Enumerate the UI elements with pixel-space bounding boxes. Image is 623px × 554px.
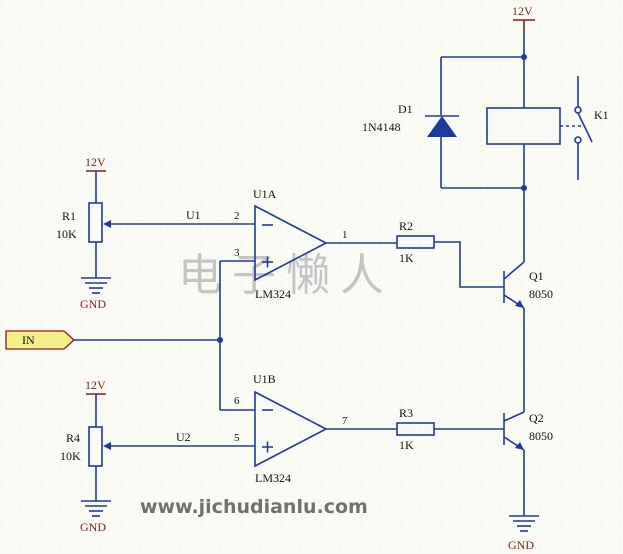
vcc-top-label: 12V bbox=[512, 4, 533, 18]
r4-value: 10K bbox=[60, 449, 81, 463]
gnd-q2-label: GND bbox=[508, 538, 534, 552]
u1b-pin-out: 7 bbox=[342, 415, 348, 427]
d1-ref: D1 bbox=[398, 102, 413, 116]
resistor-r3: R3 1K bbox=[396, 406, 435, 452]
u1a-pin-inv: 2 bbox=[234, 210, 240, 222]
u1a-ref: U1A bbox=[253, 187, 277, 201]
q1-part: 8050 bbox=[529, 287, 553, 301]
u1a-pin-out: 1 bbox=[342, 229, 348, 241]
u1b-pin-inv: 6 bbox=[234, 395, 240, 407]
gnd-r4-label: GND bbox=[80, 520, 106, 534]
vcc-r1-symbol: 12V bbox=[85, 155, 106, 203]
u1b-part: LM324 bbox=[255, 471, 291, 485]
q2-part: 8050 bbox=[529, 429, 553, 443]
r3-ref: R3 bbox=[399, 406, 413, 420]
q1-ref: Q1 bbox=[529, 269, 544, 283]
u1b-pin-noninv: 5 bbox=[234, 432, 240, 444]
u1a-part: LM324 bbox=[255, 287, 291, 301]
website-text: www.jichudianlu.com bbox=[140, 496, 368, 518]
gnd-r1-symbol: GND bbox=[80, 277, 111, 311]
resistor-r2: R2 1K bbox=[396, 219, 435, 265]
vcc-r4-label: 12V bbox=[85, 378, 106, 392]
transistor-q1: Q1 8050 bbox=[503, 250, 553, 309]
vcc-r1-label: 12V bbox=[85, 155, 106, 169]
net-u1-label: U1 bbox=[186, 208, 201, 222]
r2-ref: R2 bbox=[399, 219, 413, 233]
vcc-top-symbol: 12V bbox=[512, 4, 535, 32]
input-port-label: IN bbox=[22, 333, 35, 347]
u1b-ref: U1B bbox=[253, 372, 276, 386]
net-u2-label: U2 bbox=[176, 430, 191, 444]
opamp-u1a: U1A LM324 2 3 1 bbox=[234, 187, 348, 301]
relay-contact-k1: K1 bbox=[560, 76, 609, 180]
gnd-r4-symbol: GND bbox=[80, 500, 111, 534]
r3-value: 1K bbox=[399, 438, 414, 452]
opamp-u1b: U1B LM324 6 5 7 bbox=[234, 372, 348, 485]
r4-ref: R4 bbox=[66, 431, 80, 445]
r1-value: 10K bbox=[56, 227, 77, 241]
potentiometer-r1: R1 10K bbox=[56, 202, 103, 278]
k1-ref: K1 bbox=[594, 108, 609, 122]
r1-ref: R1 bbox=[62, 209, 76, 223]
r4-wiper-arrow bbox=[103, 442, 111, 450]
gnd-q2-symbol: GND bbox=[508, 515, 539, 552]
transistor-q2: Q2 8050 bbox=[503, 411, 553, 451]
diode-d1: D1 1N4148 bbox=[362, 102, 459, 188]
watermark-text: 电子懒人 bbox=[178, 250, 394, 301]
potentiometer-r4: R4 10K bbox=[60, 426, 103, 501]
r1-wiper-arrow bbox=[103, 220, 111, 228]
r2-value: 1K bbox=[399, 251, 414, 265]
input-port-in[interactable]: IN bbox=[5, 330, 75, 350]
u1a-pin-noninv: 3 bbox=[234, 247, 240, 259]
d1-value: 1N4148 bbox=[362, 120, 401, 134]
gnd-r1-label: GND bbox=[80, 297, 106, 311]
q2-ref: Q2 bbox=[529, 411, 544, 425]
vcc-r4-symbol: 12V bbox=[85, 378, 106, 427]
junction bbox=[217, 337, 223, 343]
